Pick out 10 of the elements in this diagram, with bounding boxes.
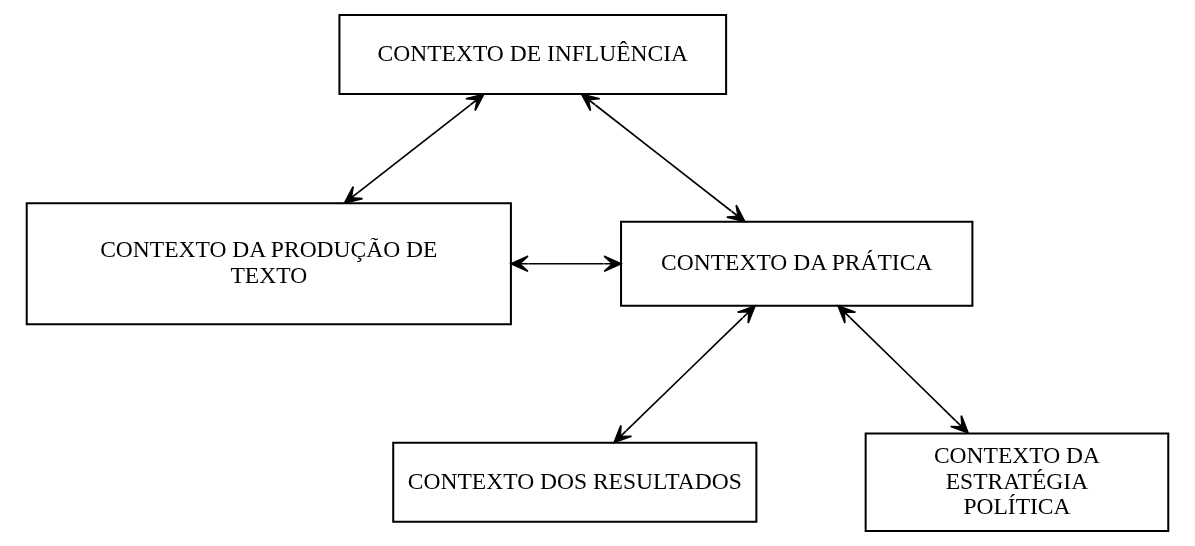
- arrow: [837, 305, 969, 434]
- node-box: CONTEXTO DOS RESULTADOS: [392, 441, 758, 523]
- arrow: [343, 93, 485, 204]
- node-box: CONTEXTO DE INFLUÊNCIA: [338, 13, 728, 95]
- node-box: CONTEXTO DA PRÁTICA: [620, 220, 974, 307]
- node-box: CONTEXTO DA ESTRATÉGIA POLÍTICA: [864, 432, 1170, 533]
- node-box: CONTEXTO DA PRODUÇÃO DE TEXTO: [25, 202, 512, 326]
- arrow: [510, 255, 622, 273]
- arrow: [580, 93, 746, 223]
- arrow: [613, 305, 756, 444]
